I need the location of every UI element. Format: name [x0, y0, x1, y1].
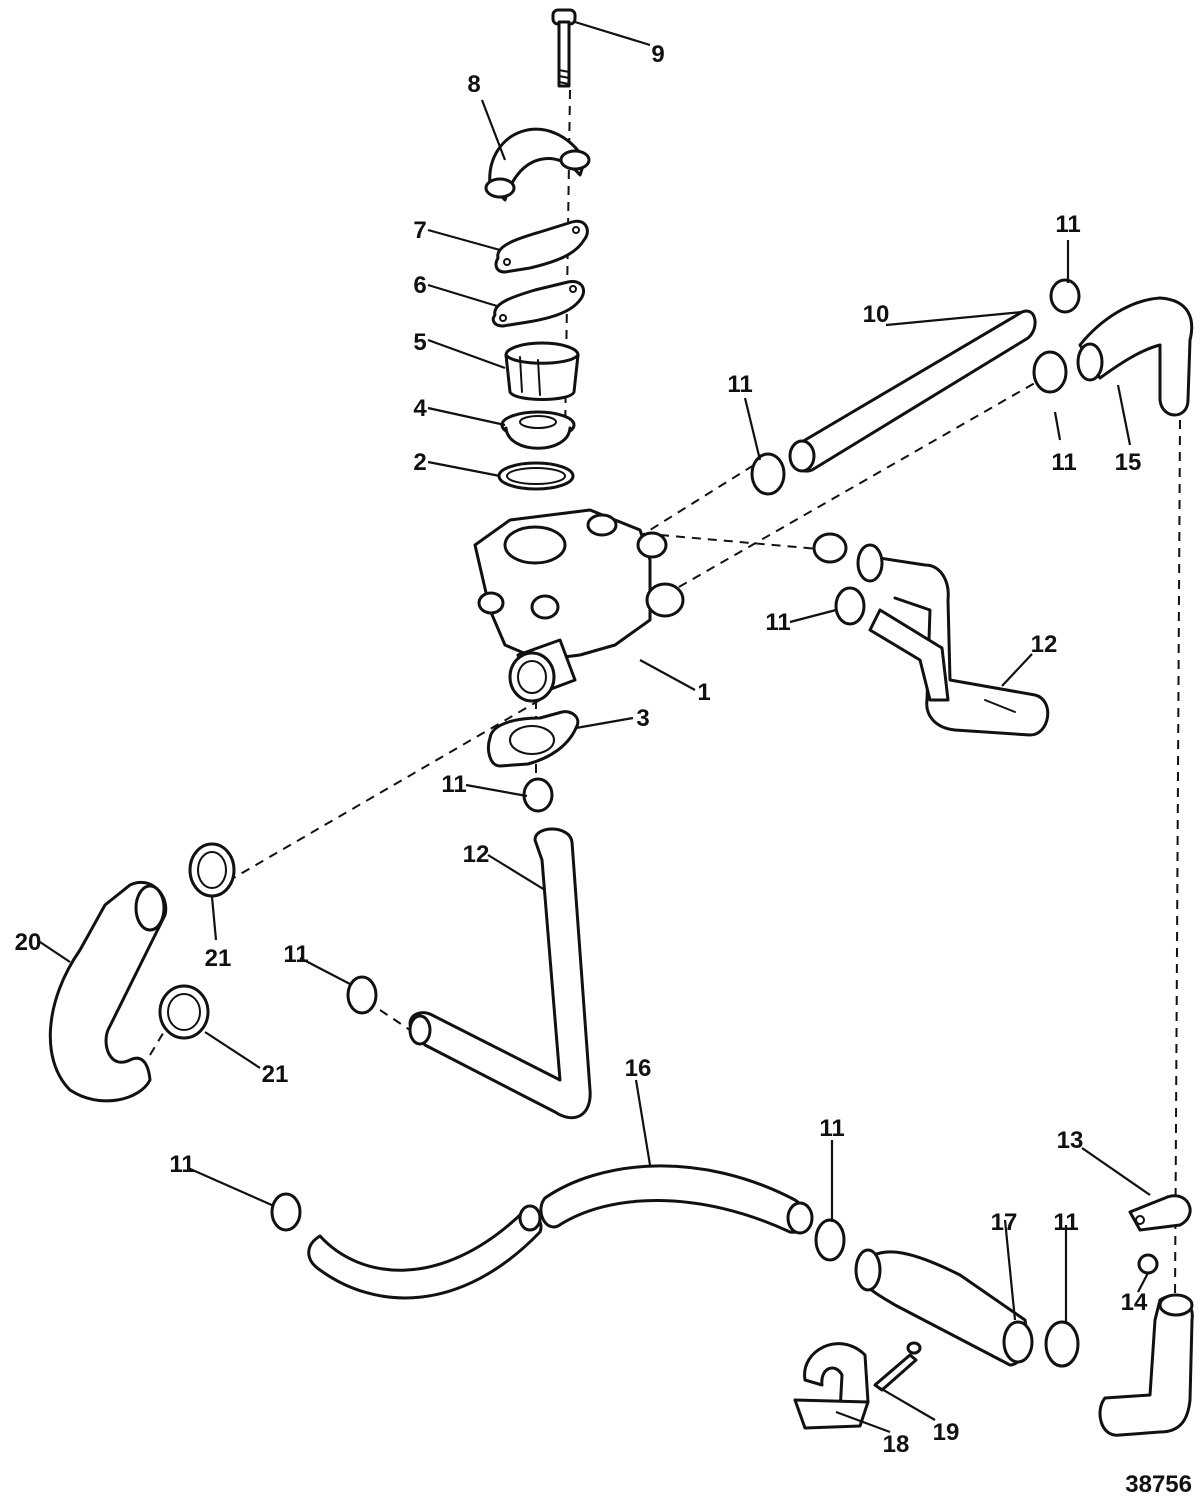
part-18-saddle-clamp — [793, 1342, 870, 1430]
callout-21-upper: 21 — [205, 945, 232, 972]
part-10-hose — [788, 309, 1037, 473]
callout-15: 15 — [1115, 449, 1142, 476]
part-11-hose-clamps — [270, 278, 1081, 1368]
callout-12-lower: 12 — [463, 841, 490, 868]
part-7-cover-plate — [494, 219, 589, 274]
part-12-lower-pipe — [408, 827, 592, 1120]
part-17-cooler — [854, 1248, 1034, 1367]
part-15-elbow-hose — [1076, 296, 1194, 417]
callout-2: 2 — [413, 449, 426, 476]
callout-11-pipe: 11 — [765, 609, 790, 636]
callout-11-mid: 11 — [727, 371, 752, 398]
callout-13: 13 — [1057, 1127, 1084, 1154]
part-20-curved-hose — [48, 880, 168, 1103]
callout-11-top-right: 11 — [1055, 211, 1080, 238]
part-13-bracket — [1128, 1194, 1192, 1232]
callout-11-lower-left: 11 — [169, 1151, 194, 1178]
callout-20: 20 — [15, 929, 42, 956]
callout-11-right: 11 — [1051, 449, 1076, 476]
callout-14: 14 — [1121, 1289, 1148, 1316]
callout-19: 19 — [933, 1419, 960, 1446]
callout-1: 1 — [697, 679, 710, 706]
part-3-gasket — [486, 710, 580, 768]
part-6-gasket — [491, 280, 585, 328]
part-16-hose — [307, 1164, 814, 1300]
figure-number: 38756 — [1125, 1471, 1192, 1498]
part-14-nut — [1137, 1253, 1159, 1275]
leader-lines — [39, 20, 1151, 1434]
part-5-sleeve — [504, 341, 580, 401]
part-4-thermostat — [500, 410, 576, 450]
callout-11-gasket: 11 — [441, 771, 466, 798]
part-9-bolt — [551, 8, 577, 88]
part-21-clamps — [158, 842, 236, 1040]
callout-4: 4 — [413, 395, 427, 422]
callout-18: 18 — [883, 1431, 910, 1458]
callouts: 9 8 7 6 5 4 2 1 3 11 10 11 15 11 11 12 1… — [15, 41, 1148, 1458]
callout-16: 16 — [625, 1055, 652, 1082]
callout-7: 7 — [413, 217, 426, 244]
part-19-screw — [873, 1341, 922, 1392]
part-12-bent-pipe — [856, 543, 1050, 737]
callout-12-upper: 12 — [1031, 631, 1058, 658]
callout-21-lower: 21 — [262, 1061, 289, 1088]
callout-6: 6 — [413, 272, 426, 299]
callout-17: 17 — [991, 1209, 1018, 1236]
callout-11-lower-mid: 11 — [819, 1115, 844, 1142]
callout-10: 10 — [863, 301, 890, 328]
callout-11-left: 11 — [283, 941, 308, 968]
callout-11-lower-right: 11 — [1053, 1209, 1078, 1236]
callout-3: 3 — [636, 705, 649, 732]
part-1-thermostat-housing — [473, 508, 685, 703]
part-8-clamp — [484, 127, 591, 202]
part-15-lower-elbow — [1098, 1293, 1194, 1437]
callout-5: 5 — [413, 329, 426, 356]
callout-8: 8 — [467, 71, 480, 98]
part-2-o-ring — [497, 461, 575, 491]
callout-9: 9 — [651, 41, 664, 68]
